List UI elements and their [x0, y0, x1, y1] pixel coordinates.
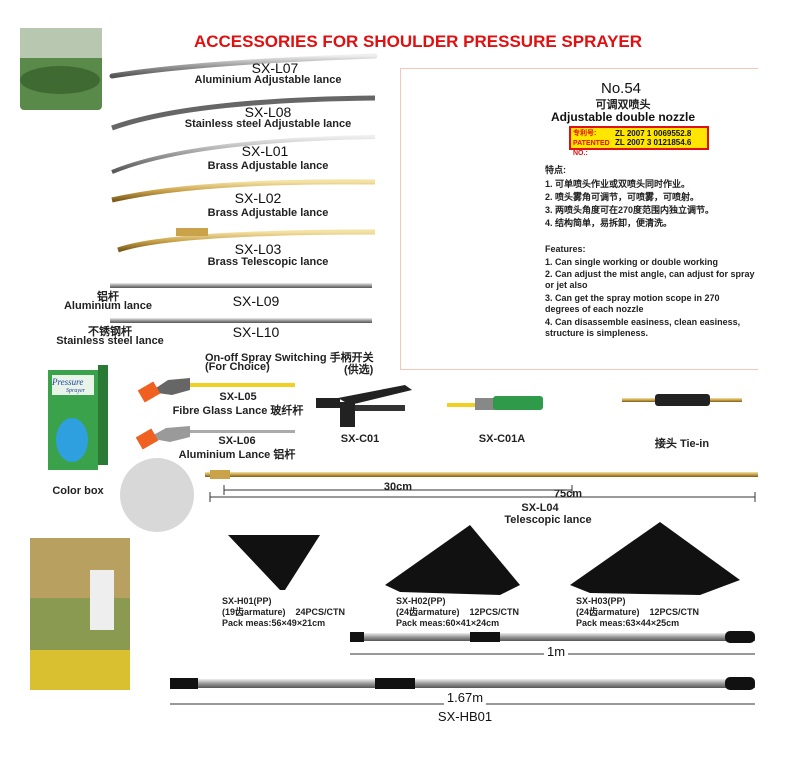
lance-code: SX-L06 — [218, 435, 256, 447]
feature-cn: 4. 结构简单，易拆卸，便清洗。 — [545, 218, 673, 228]
nozzle-no54-panel: No.54 可调双喷头 Adjustable double nozzle 专利号… — [400, 68, 758, 370]
lance-code: SX-L10 — [232, 324, 280, 340]
switching-choice: (For Choice) — [205, 361, 270, 373]
handle-length-1-67m: 1.67m — [443, 690, 487, 705]
rake-spec: (24齿armature) 12PCS/CTN — [396, 607, 520, 617]
lance-name: Aluminium Lance 铝杆 — [178, 449, 296, 461]
lance-sx-l02 — [111, 179, 376, 203]
lance-name: Brass Adjustable lance — [207, 207, 329, 219]
feature: 2. Can adjust the mist angle, can adjust… — [545, 269, 755, 290]
lance-sx-l06 — [185, 430, 295, 433]
lance-code: SX-L03 — [234, 241, 282, 257]
rake-code: SX-H03(PP) — [576, 596, 626, 606]
brand-text: Pressure — [52, 377, 84, 387]
field-spraying-photo — [20, 28, 102, 110]
feature: 4. Can disassemble easiness, clean easin… — [545, 317, 741, 338]
lance-code: SX-L07 — [251, 60, 299, 76]
nozzle-name: Adjustable double nozzle — [550, 110, 696, 124]
lance-name: Stainless steel lance — [56, 335, 164, 347]
lance-sx-l08 — [111, 95, 376, 131]
lance-code: SX-L04 — [521, 502, 559, 514]
tie-in-label: 接头 Tie-in — [654, 438, 710, 450]
lance-cn-name: 铝杆 — [97, 291, 119, 303]
nozzle-number: No.54 — [600, 80, 642, 97]
rake-sx-h02-image — [385, 525, 520, 595]
nozzle-variants-image — [120, 458, 194, 532]
rake-pack: Pack meas:60×41×24cm — [396, 618, 500, 628]
rake-pack: Pack meas:63×44×25cm — [576, 618, 680, 628]
color-box-image — [48, 365, 108, 470]
handle-length-1m: 1m — [543, 644, 569, 659]
patent-number: ZL 2007 1 0069552.8 — [615, 129, 692, 138]
features-cn-title: 特点: — [545, 165, 566, 175]
switch-code: SX-C01 — [340, 433, 380, 445]
lance-sx-l07 — [109, 53, 378, 79]
switch-sx-c01-image — [316, 385, 412, 427]
switch-code: SX-C01A — [478, 433, 526, 445]
lance-sx-l03 — [117, 229, 376, 253]
lance-code: SX-L09 — [232, 293, 280, 309]
lance-code: SX-L08 — [244, 104, 292, 120]
tie-in-image — [622, 394, 742, 406]
lance-name: Stainless steel Adjustable lance — [184, 118, 352, 130]
lance-sx-l01 — [111, 135, 376, 174]
lance-name: Aluminium Adjustable lance — [194, 74, 342, 86]
lance-sx-l04 — [205, 472, 758, 477]
rake-code: SX-H02(PP) — [396, 596, 446, 606]
color-box-label: Color box — [52, 485, 104, 497]
switching-title: On-off Spray Switching 手柄开关 — [205, 352, 374, 364]
lance-cn-name: 不锈钢杆 — [88, 326, 132, 338]
feature: 1. Can single working or double working — [545, 257, 719, 267]
lance-sx-l09 — [110, 283, 372, 288]
lance-name: Fibre Glass Lance 玻纤杆 — [172, 405, 304, 417]
lance-code: SX-L01 — [241, 143, 289, 159]
handle-1m — [350, 633, 755, 641]
rake-spec: (19齿armature) 24PCS/CTN — [222, 607, 346, 617]
patent-label-cn: 专利号: — [573, 130, 597, 137]
page-title: ACCESSORIES FOR SHOULDER PRESSURE SPRAYE… — [193, 32, 643, 51]
rake-spec: (24齿armature) 12PCS/CTN — [576, 607, 700, 617]
patent-label: PATENTED NO.: — [573, 140, 610, 157]
feature-cn: 2. 喷头雾角可调节，可喷雾，可喷射。 — [545, 192, 700, 202]
feature-cn: 1. 可单喷头作业或双喷头同时作业。 — [545, 179, 691, 189]
feature-cn: 3. 两喷头角度可在270度范围内独立调节。 — [545, 205, 715, 215]
lance-name: Telescopic lance — [504, 514, 592, 526]
features-title: Features: — [545, 244, 586, 254]
lance-sx-l10 — [110, 318, 372, 323]
rake-pack: Pack meas:56×49×21cm — [222, 618, 326, 628]
patent-box: 专利号: PATENTED NO.: ZL 2007 1 0069552.8 Z… — [569, 126, 709, 157]
length-30cm: 30cm — [383, 481, 413, 493]
lance-sx-l05 — [185, 383, 295, 387]
lance-name: Brass Telescopic lance — [207, 256, 329, 268]
rake-sx-h01-image — [228, 535, 320, 590]
lance-code: SX-L05 — [219, 391, 257, 403]
switching-choice-cn: (供选) — [344, 364, 374, 376]
patent-number: ZL 2007 3 0121854.6 — [615, 138, 692, 147]
brand-sub-text: Sprayer — [66, 388, 85, 394]
handle-code: SX-HB01 — [437, 709, 493, 724]
rake-sx-h03-image — [570, 522, 740, 595]
handle-1-67m — [170, 679, 755, 688]
feature: 3. Can get the spray motion scope in 270… — [545, 293, 720, 314]
rake-code: SX-H01(PP) — [222, 596, 272, 606]
lance-code: SX-L02 — [234, 190, 282, 206]
length-75cm: 75cm — [553, 488, 583, 500]
lance-name: Brass Adjustable lance — [207, 160, 329, 172]
lance-name: Aluminium lance — [63, 300, 153, 312]
nozzle-cn-name: 可调双喷头 — [595, 99, 651, 111]
switch-sx-c01a-image — [447, 396, 543, 410]
gardener-photo — [30, 538, 130, 690]
